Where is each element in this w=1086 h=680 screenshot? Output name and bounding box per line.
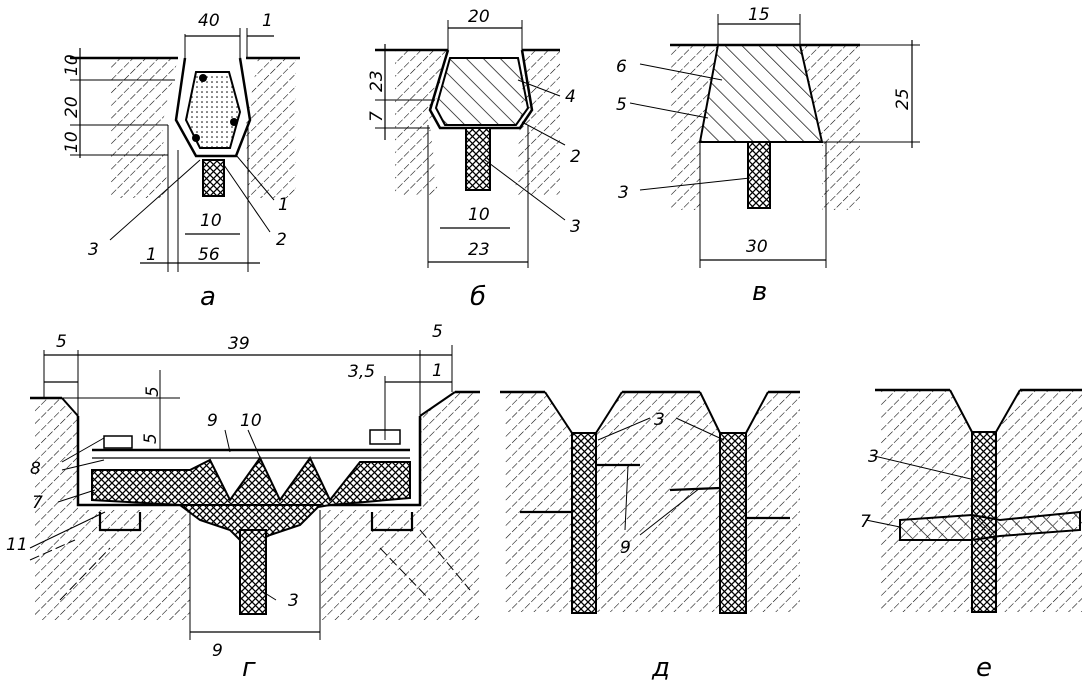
caption-e: е [976,653,992,680]
panel-v: 15 25 30 6 5 3 в [616,5,920,307]
dim-a-h-top: 10 [62,54,82,76]
callout-d-3: 3 [654,410,665,430]
corrugated-seal [91,456,411,511]
callout-a-3: 3 [88,240,99,260]
callout-e-7: 7 [860,512,871,532]
filler-strip-g [239,529,267,615]
dim-a-side-gap: 1 [262,11,273,31]
callout-b-3: 3 [570,217,581,237]
filler-strip-v [747,141,771,209]
callout-a-1: 1 [278,195,289,215]
dim-a-h-bottom: 10 [62,131,82,153]
callout-b-2: 2 [570,147,581,167]
caption-b: б [470,282,486,312]
callout-b-4: 4 [565,87,576,107]
panel-b: 20 23 7 10 23 4 2 3 б [367,7,581,312]
filler-strip-d-right [719,432,747,614]
dim-v-base-width: 30 [746,237,768,257]
caption-v: в [752,277,767,307]
panel-a: 40 1 10 20 10 10 56 1 1 2 3 а [62,11,300,312]
dim-b-h-lower: 7 [367,111,387,122]
dim-v-height: 25 [893,88,913,110]
dim-g-left-offset: 5 [56,332,67,352]
caption-g: г [242,653,256,680]
dim-a-top-width: 40 [198,11,220,31]
panel-g: 39 5 5 5 5 3,5 1 9 9 10 8 7 11 3 г [6,322,480,680]
dim-a-base-width: 56 [198,245,220,265]
dim-b-base-width: 23 [468,240,490,260]
dim-g-right-offset: 5 [432,322,443,342]
callout-g-3: 3 [288,591,299,611]
dim-g-total-width: 39 [228,334,250,354]
dim-g-bracket: 3,5 [348,362,375,382]
panel-d: 3 9 д [500,390,800,680]
callout-e-3: 3 [868,447,879,467]
sealant-bead [899,510,1081,541]
concrete-slab-left [110,58,296,198]
filler-strip-d-left [571,432,597,614]
dim-g-bottom-width: 9 [212,641,223,661]
callout-g-11: 11 [6,535,28,555]
callout-v-3: 3 [618,183,629,203]
dim-b-inner-width: 10 [468,205,490,225]
wedge-insert [698,44,824,143]
callout-d-9: 9 [620,538,631,558]
dim-b-h-upper: 23 [367,70,387,92]
dim-a-left-gap: 1 [146,245,157,265]
callout-g-10: 10 [240,411,262,431]
dim-g-depth2: 5 [141,433,161,444]
callout-v-6: 6 [616,57,627,77]
callout-a-2: 2 [276,230,287,250]
seal-profile [174,57,252,158]
dim-a-h-mid: 20 [62,96,82,118]
dim-g-gap: 1 [432,361,443,381]
callout-g-7: 7 [32,493,43,513]
dim-a-inner-width: 10 [200,211,222,231]
anchor-right [370,512,414,532]
filler-strip [202,159,225,197]
dim-v-top-width: 15 [748,5,770,25]
anchor-left [98,512,142,532]
filler-strip-b [465,127,491,191]
caption-a: а [200,282,216,312]
dim-b-top-width: 20 [468,7,490,27]
callout-g-8: 8 [30,459,41,479]
panel-e: 3 7 е [860,388,1082,680]
dim-g-depth: 5 [143,386,163,397]
callout-v-5: 5 [616,95,627,115]
seal-insert [184,71,242,149]
callout-g-9: 9 [207,411,218,431]
caption-d: д [651,653,670,680]
wood-insert [434,57,530,126]
